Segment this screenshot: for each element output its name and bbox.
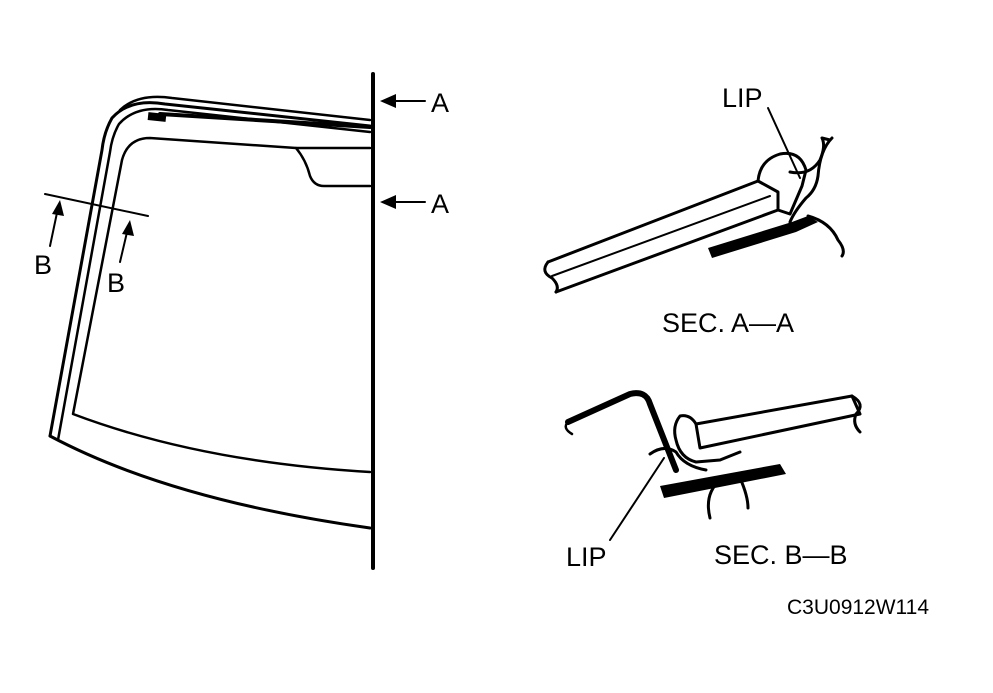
sec-b-title: SEC. B—B (714, 540, 848, 570)
section-mark-top: A (431, 88, 449, 118)
ceramic-band-inner (294, 146, 372, 188)
sec-b-molding (673, 414, 742, 464)
sec-a-flange (708, 216, 818, 258)
sec-b-pillar (565, 390, 679, 473)
lip-label-b: LIP (566, 542, 607, 572)
sec-b-flange (660, 464, 786, 498)
section-b-b-view: LIP SEC. B—B (564, 390, 862, 572)
lip-label-a: LIP (722, 83, 763, 113)
molding-second-edge (56, 107, 372, 442)
arrow-a-top-head (380, 94, 396, 108)
sec-b-lip-leader (609, 457, 665, 541)
molding-outer-edge (48, 101, 372, 438)
glass-bottom-edge (48, 434, 372, 530)
sec-b-flange-tail (706, 476, 750, 520)
molding-third-edge (118, 95, 372, 122)
sec-a-molding (756, 151, 808, 216)
section-mark-b-outer: B (34, 250, 52, 280)
sec-b-glass-break (850, 394, 862, 434)
top-molding-strip (158, 112, 372, 129)
sec-a-flange-tail (806, 214, 845, 258)
sec-b-molding-lip (648, 447, 708, 472)
sec-a-lip-leader (767, 107, 801, 179)
sec-a-glass-break (543, 260, 559, 294)
windshield-view: A A B B (34, 72, 449, 570)
sec-a-title: SEC. A—A (662, 308, 794, 338)
sec-b-glass (694, 394, 862, 450)
figure-code: C3U0912W114 (787, 596, 929, 619)
sec-a-glass-inner (551, 195, 771, 277)
molding-clip (147, 112, 167, 122)
sec-a-glass (546, 179, 780, 294)
ceramic-band-edge (71, 136, 372, 474)
arrow-b-inner-head (122, 220, 134, 236)
section-mark-lower: A (431, 189, 449, 219)
sec-a-body-panel (788, 136, 834, 224)
section-a-a-view: LIP SEC. A—A (543, 83, 845, 338)
section-line-b (44, 193, 149, 217)
section-mark-b-inner: B (107, 268, 125, 298)
arrow-b-outer-head (52, 200, 64, 216)
arrow-a-lower-head (380, 195, 396, 209)
sec-b-pillar-end (564, 420, 574, 436)
